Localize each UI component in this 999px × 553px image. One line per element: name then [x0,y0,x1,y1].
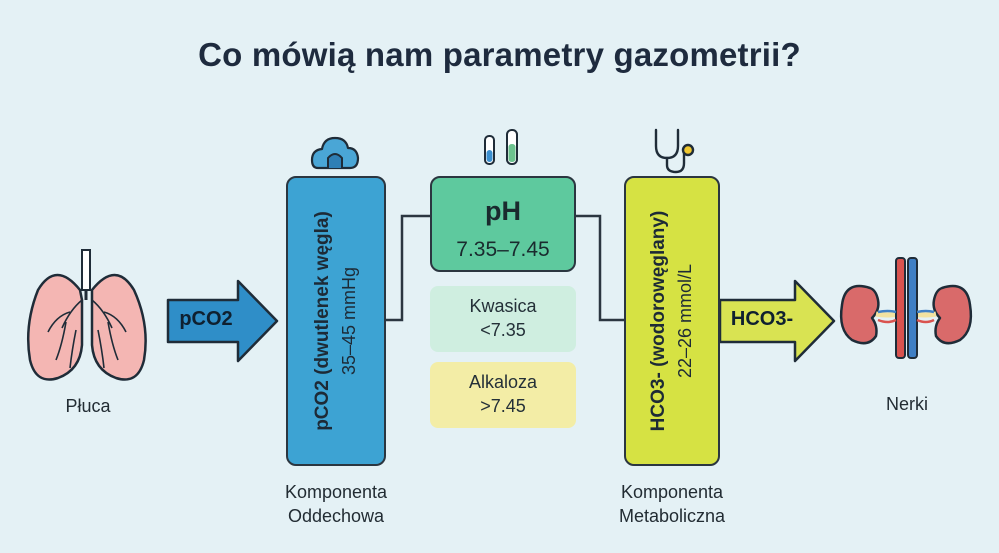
lungs-icon [26,249,147,381]
acidosis-label: Kwasica [469,296,537,316]
hco3-component-label: Komponenta Metaboliczna [592,480,752,528]
hco3-value: 22–26 mmol/L [675,263,695,379]
pco2-value: 35–45 mmHg [339,266,359,376]
alkalosis-value: >7.45 [480,396,526,416]
pco2-component-line1: Komponenta [284,482,388,502]
hco3-box: HCO3- (wodorowęglany) 22–26 mmol/L [624,176,720,466]
hco3-title: HCO3- (wodorowęglany) [648,210,669,432]
pco2-component-line2: Oddechowa [287,506,385,526]
connector-right [576,214,624,322]
pco2-box: pCO2 (dwutlenek węgla) 35–45 mmHg [286,176,386,466]
ph-title: pH [485,196,521,226]
left-arrow [166,279,279,363]
kidneys-label: Nerki [885,394,928,414]
test-tubes-icon [484,129,518,165]
acidosis-value: <7.35 [480,320,526,340]
pco2-component-label: Komponenta Oddechowa [256,480,416,528]
hco3-component-line2: Metaboliczna [618,506,726,526]
kidneys-icon [839,257,973,359]
cloud-icon [310,136,360,170]
right-arrow [718,279,836,363]
pco2-title: pCO2 (dwutlenek węgla) [312,211,333,431]
connector-left [386,214,430,322]
ph-value: 7.35–7.45 [456,238,550,261]
alkalosis-box: Alkaloza >7.45 [430,362,576,428]
ph-box: pH 7.35–7.45 [430,176,576,272]
stethoscope-icon [654,128,695,174]
page-title: Co mówią nam parametry gazometrii? [198,36,801,73]
hco3-component-line1: Komponenta [620,482,724,502]
left-arrow-label: pCO2 [179,308,233,330]
alkalosis-label: Alkaloza [468,372,538,392]
right-arrow-label: HCO3- [730,308,794,330]
acidosis-box: Kwasica <7.35 [430,286,576,352]
lungs-label: Płuca [65,396,111,416]
